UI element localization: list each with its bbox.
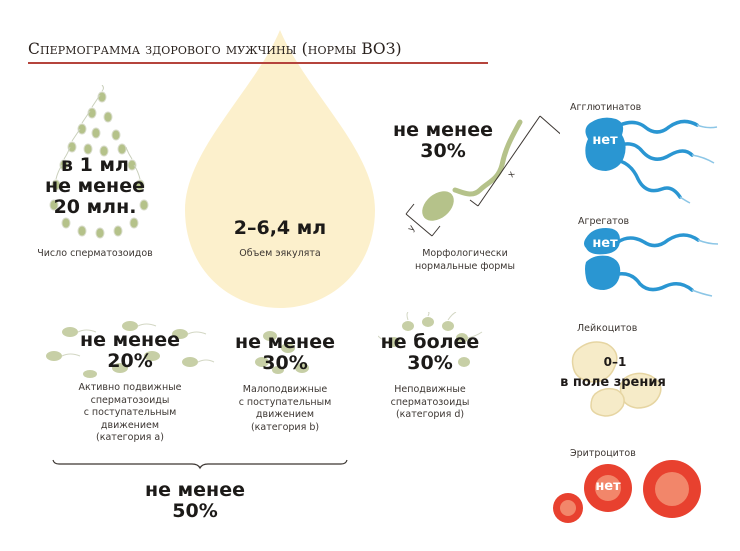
motility-total-value-line1: не менее	[145, 479, 245, 501]
agglutinates-sperm-icon	[585, 117, 718, 204]
volume-label: Объем эякулята	[239, 248, 321, 259]
aggregates-sperm-icon	[584, 228, 719, 297]
motility-a-value-line1: не менее	[80, 329, 180, 351]
leukocytes-value-line2: в поле зрения	[560, 375, 666, 390]
motility-d-sperm-icon	[378, 312, 483, 367]
motility-a-label: Активно подвижные сперматозоиды с поступ…	[78, 382, 182, 443]
title-underline	[28, 62, 488, 64]
dimension-x-label: x	[506, 169, 518, 180]
volume-drop-icon	[185, 30, 375, 308]
motility-b-value-line1: не менее	[235, 331, 335, 353]
erythrocytes-cells-icon	[553, 460, 701, 523]
erythrocytes-label: Эритроцитов	[570, 448, 636, 459]
motility-d-label: Неподвижные сперматозоиды (категория d)	[390, 384, 470, 420]
leukocytes-value-line1: 0–1	[603, 355, 627, 369]
page-title: Спермограмма здорового мужчины (нормы ВО…	[28, 40, 402, 58]
count-label: Число сперматозоидов	[37, 248, 153, 259]
motility-a-sperm-icon	[46, 321, 215, 378]
motility-b-value-line2: 30%	[262, 352, 308, 374]
erythrocytes-value: нет	[595, 479, 621, 494]
motility-sum-brace-icon	[52, 459, 348, 470]
count-value-line3: 20 млн.	[53, 196, 137, 218]
morphology-value-line1: не менее	[393, 119, 493, 141]
aggregates-value: нет	[592, 236, 618, 251]
leukocytes-cells-icon	[571, 341, 662, 417]
dimension-y-label: y	[406, 223, 418, 234]
agglutinates-value: нет	[592, 133, 618, 148]
motility-total-value-line2: 50%	[172, 500, 218, 522]
motility-d-value-line2: 30%	[407, 352, 453, 374]
agglutinates-label: Агглютинатов	[570, 102, 642, 113]
volume-value: 2–6,4 мл	[233, 217, 327, 239]
aggregates-label: Агрегатов	[578, 216, 630, 227]
motility-d-value-line1: не более	[380, 331, 480, 353]
motility-b-sperm-icon	[255, 331, 309, 374]
motility-b-label: Малоподвижные с поступательным движением…	[238, 384, 332, 433]
leukocytes-label: Лейкоцитов	[577, 323, 638, 334]
normal-sperm-icon: x y	[405, 115, 560, 237]
morphology-label-line1: Морфологически	[422, 248, 508, 259]
motility-a-value-line2: 20%	[107, 350, 153, 372]
sperm-count-drop-icon	[49, 85, 149, 239]
count-value-line2: не менее	[45, 175, 145, 197]
count-value-line1: в 1 мл	[61, 154, 129, 176]
morphology-label-line2: нормальные формы	[415, 261, 515, 272]
morphology-value-line2: 30%	[420, 140, 466, 162]
